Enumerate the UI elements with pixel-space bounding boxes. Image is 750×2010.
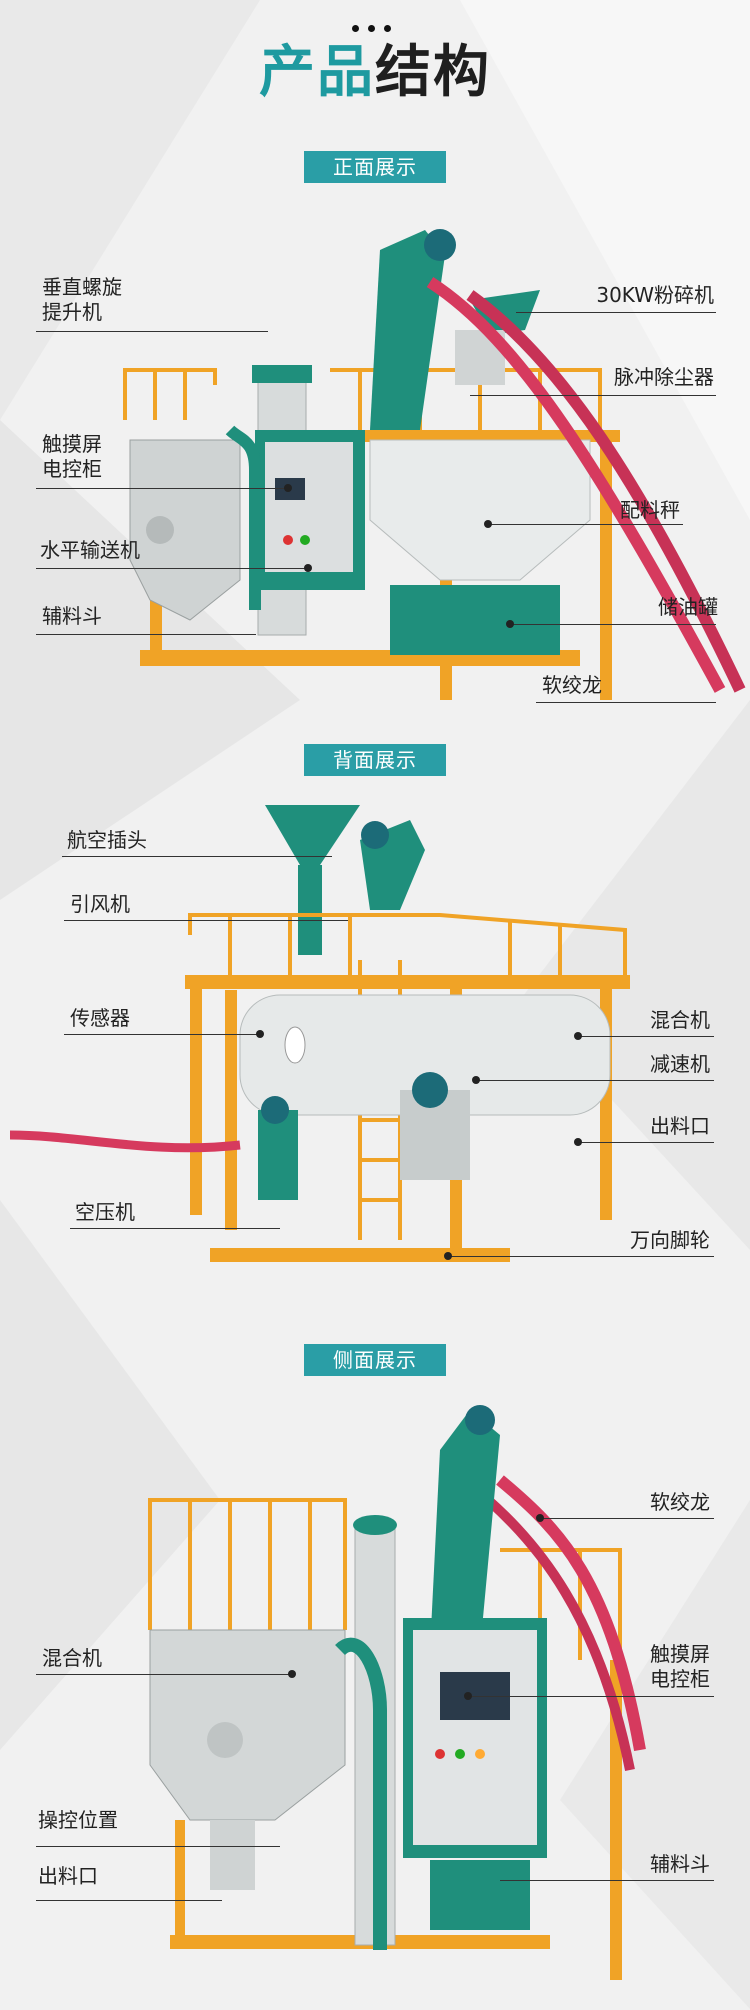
side-view-machine-image [148,1405,646,1980]
callout-line [36,634,256,635]
section-badge-back: 背面展示 [304,744,446,776]
callout-dot [444,1252,452,1260]
front-view-machine-image [123,229,746,700]
callout-line [448,1256,714,1257]
callout-dot [464,1692,472,1700]
callout-line [476,1080,714,1081]
callout-line [62,856,332,857]
callout-line [470,395,716,396]
decorative-dots [352,25,391,32]
callout-line [578,1142,714,1143]
label-operation-position: 操控位置 [38,1808,118,1832]
page-title: 产品结构 [259,40,491,105]
callout-dot [304,564,312,572]
label-casters: 万向脚轮 [630,1228,710,1252]
callout-line [488,524,683,525]
back-view-machine-image [9,805,630,1262]
callout-dot [484,520,492,528]
label-flexible-auger: 软绞龙 [542,673,602,697]
label-touchscreen-cabinet: 触摸屏电控柜 [650,1642,710,1691]
label-outlet: 出料口 [38,1864,98,1888]
label-batching-scale: 配料秤 [620,498,680,522]
label-mixer: 混合机 [42,1646,102,1670]
label-air-compressor: 空压机 [75,1200,135,1224]
label-aviation-plug: 航空插头 [67,828,147,852]
label-flexible-auger: 软绞龙 [650,1490,710,1514]
callout-dot [574,1138,582,1146]
callout-line [70,1228,280,1229]
label-induced-fan: 引风机 [70,892,130,916]
label-pulse-dust-collector: 脉冲除尘器 [614,365,714,389]
callout-line [36,568,308,569]
label-reducer: 减速机 [650,1052,710,1076]
callout-line [64,1034,260,1035]
label-auxiliary-hopper: 辅料斗 [42,604,102,628]
callout-line [578,1036,714,1037]
callout-line [36,1900,222,1901]
callout-line [540,1518,714,1519]
callout-line [510,624,716,625]
callout-line [500,1880,714,1881]
callout-line [468,1696,714,1697]
label-auxiliary-hopper: 辅料斗 [650,1852,710,1876]
callout-line [36,488,288,489]
callout-line [64,920,348,921]
callout-dot [506,620,514,628]
label-touchscreen-cabinet: 触摸屏电控柜 [42,432,102,481]
label-mixer: 混合机 [650,1008,710,1032]
label-outlet: 出料口 [650,1114,710,1138]
callout-line [36,1674,292,1675]
label-crusher: 30KW粉碎机 [596,283,714,307]
label-oil-tank: 储油罐 [658,595,718,619]
section-badge-side: 侧面展示 [304,1344,446,1376]
callout-dot [284,484,292,492]
label-horizontal-conveyor: 水平输送机 [40,538,140,562]
label-vertical-screw-lift: 垂直螺旋提升机 [42,275,122,324]
callout-dot [256,1030,264,1038]
callout-dot [574,1032,582,1040]
callout-dot [472,1076,480,1084]
section-badge-front: 正面展示 [304,151,446,183]
label-sensor: 传感器 [70,1006,130,1030]
callout-dot [536,1514,544,1522]
callout-line [516,312,716,313]
callout-dot [288,1670,296,1678]
callout-line [536,702,716,703]
callout-line [36,1846,280,1847]
callout-line [36,331,268,332]
